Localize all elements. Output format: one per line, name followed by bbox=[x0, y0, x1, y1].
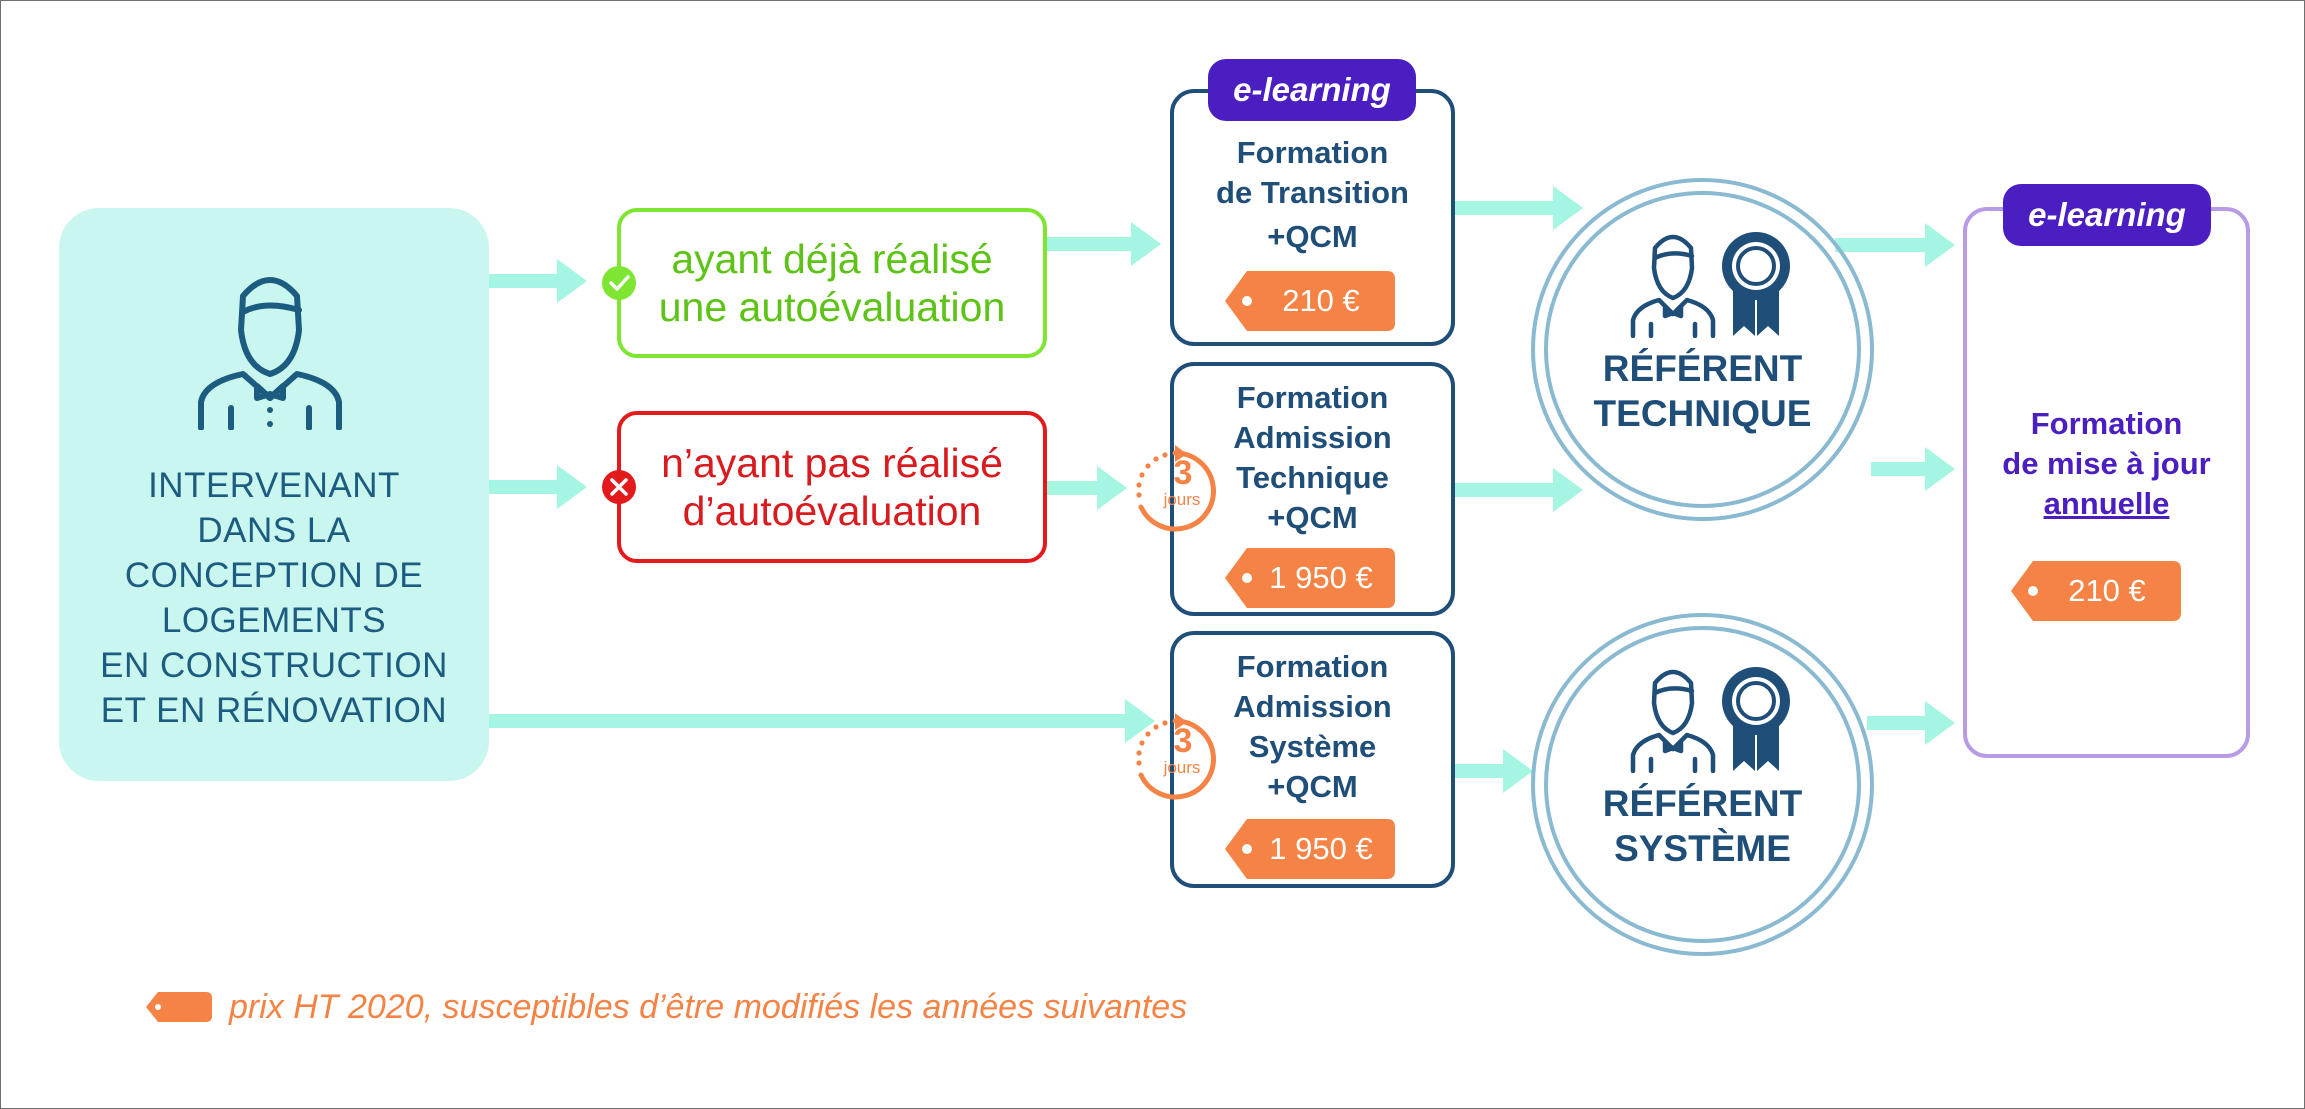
timer-number: 3 bbox=[1173, 722, 1193, 760]
inner-ring bbox=[1544, 626, 1861, 943]
formation-title: Formation Admission Technique +QCM bbox=[1174, 378, 1451, 538]
intervenant-line: EN CONSTRUCTION bbox=[100, 646, 448, 685]
price-tag-icon bbox=[1225, 548, 1395, 608]
formation-line: Formation bbox=[1236, 649, 1389, 684]
formation-line: +QCM bbox=[1267, 769, 1358, 804]
referent-label: RÉFÉRENT SYSTÈME bbox=[1535, 781, 1870, 871]
inner-ring bbox=[1544, 191, 1861, 508]
arrow-right-icon bbox=[1455, 186, 1583, 230]
award-ribbon-icon bbox=[1722, 232, 1790, 336]
timer-icon bbox=[1136, 713, 1216, 800]
intervenant-line: LOGEMENTS bbox=[161, 601, 387, 640]
arrow-right-icon bbox=[1867, 701, 1955, 745]
timer-unit: jours bbox=[1163, 758, 1201, 777]
formation-title: Formation de mise à jour annuelle bbox=[1967, 404, 2246, 524]
intervenant-line: ET EN RÉNOVATION bbox=[100, 691, 448, 730]
referent-icons bbox=[1630, 232, 1790, 338]
formation-line: +QCM bbox=[1267, 500, 1358, 535]
duration-timer: 3 jours bbox=[1129, 713, 1221, 805]
arrow-right-icon bbox=[1047, 466, 1127, 510]
price-tag-icon bbox=[1225, 271, 1395, 331]
formation-line: +QCM bbox=[1267, 219, 1358, 254]
price-value: 210 € bbox=[2068, 573, 2146, 608]
intervenant-line: DANS LA bbox=[197, 511, 351, 550]
condition-line: d’autoévaluation bbox=[682, 488, 982, 534]
intervenant-panel: INTERVENANT DANS LA CONCEPTION DE LOGEME… bbox=[59, 208, 489, 781]
condition-line: une autoévaluation bbox=[658, 284, 1006, 330]
arrow-right-icon bbox=[489, 699, 1155, 743]
award-ribbon-icon bbox=[1722, 667, 1790, 771]
arrow-right-icon bbox=[1455, 749, 1533, 793]
condition-without-self-assessment: n’ayant pas réalisé d’autoévaluation bbox=[617, 411, 1047, 563]
intervenant-label: INTERVENANT DANS LA CONCEPTION DE LOGEME… bbox=[59, 463, 489, 733]
formation-title: Formation de Transition +QCM bbox=[1174, 133, 1451, 257]
arrow-right-icon bbox=[1835, 223, 1955, 267]
formation-line: annuelle bbox=[2043, 486, 2170, 521]
arrow-right-icon bbox=[1047, 222, 1161, 266]
referent-label: RÉFÉRENT TECHNIQUE bbox=[1535, 346, 1870, 436]
intervenant-line: INTERVENANT bbox=[148, 466, 400, 505]
price-tag: 1 950 € bbox=[1225, 819, 1395, 879]
arrow-right-icon bbox=[1871, 447, 1955, 491]
formation-title: Formation Admission Système +QCM bbox=[1174, 647, 1451, 807]
formation-line: Système bbox=[1248, 729, 1377, 764]
referent-line: SYSTÈME bbox=[1614, 828, 1791, 869]
duration-timer: 3 jours bbox=[1129, 445, 1221, 537]
footnote: prix HT 2020, susceptibles d’être modifi… bbox=[229, 988, 1188, 1026]
price-tag: 210 € bbox=[2011, 561, 2181, 621]
timer-icon bbox=[1136, 445, 1216, 532]
elearning-badge: e-learning bbox=[2003, 184, 2211, 246]
formation-line: de mise à jour bbox=[2002, 446, 2211, 481]
formation-line: Formation bbox=[1236, 380, 1389, 415]
referent-line: RÉFÉRENT bbox=[1602, 348, 1803, 389]
arrow-right-icon bbox=[489, 465, 587, 509]
price-tag-icon bbox=[2011, 561, 2181, 621]
cross-icon bbox=[602, 470, 636, 504]
elearning-badge: e-learning bbox=[1208, 59, 1416, 121]
price-value: 210 € bbox=[1282, 283, 1360, 318]
condition-line: ayant déjà réalisé bbox=[671, 236, 993, 282]
referent-technique-circle: RÉFÉRENT TECHNIQUE bbox=[1531, 178, 1874, 521]
check-icon bbox=[602, 266, 636, 300]
price-value: 1 950 € bbox=[1269, 560, 1373, 595]
formation-line: Admission bbox=[1233, 689, 1392, 724]
price-value: 1 950 € bbox=[1269, 831, 1373, 866]
arrow-right-icon bbox=[1455, 468, 1583, 512]
intervenant-line: CONCEPTION DE bbox=[124, 556, 424, 595]
formation-annuelle-box: Formation de mise à jour annuelle bbox=[1963, 207, 2250, 758]
referent-icons bbox=[1630, 667, 1790, 773]
referent-line: TECHNIQUE bbox=[1593, 393, 1812, 434]
condition-line: n’ayant pas réalisé bbox=[661, 440, 1003, 486]
formation-line: Technique bbox=[1236, 460, 1389, 495]
timer-unit: jours bbox=[1163, 490, 1201, 509]
price-tag-icon bbox=[146, 992, 212, 1022]
formation-line: Formation bbox=[2030, 406, 2183, 441]
person-icon bbox=[1630, 669, 1716, 773]
condition-with-self-assessment: ayant déjà réalisé une autoévaluation bbox=[617, 208, 1047, 358]
price-tag: 210 € bbox=[1225, 271, 1395, 331]
price-tag-icon bbox=[1225, 819, 1395, 879]
timer-number: 3 bbox=[1173, 454, 1193, 492]
formation-line: de Transition bbox=[1216, 175, 1409, 210]
referent-line: RÉFÉRENT bbox=[1602, 783, 1803, 824]
referent-systeme-circle: RÉFÉRENT SYSTÈME bbox=[1531, 613, 1874, 956]
person-icon bbox=[1630, 234, 1716, 338]
arrow-right-icon bbox=[489, 259, 587, 303]
formation-line: Admission bbox=[1233, 420, 1392, 455]
formation-line: Formation bbox=[1236, 135, 1389, 170]
person-icon bbox=[198, 277, 342, 430]
price-tag: 1 950 € bbox=[1225, 548, 1395, 608]
